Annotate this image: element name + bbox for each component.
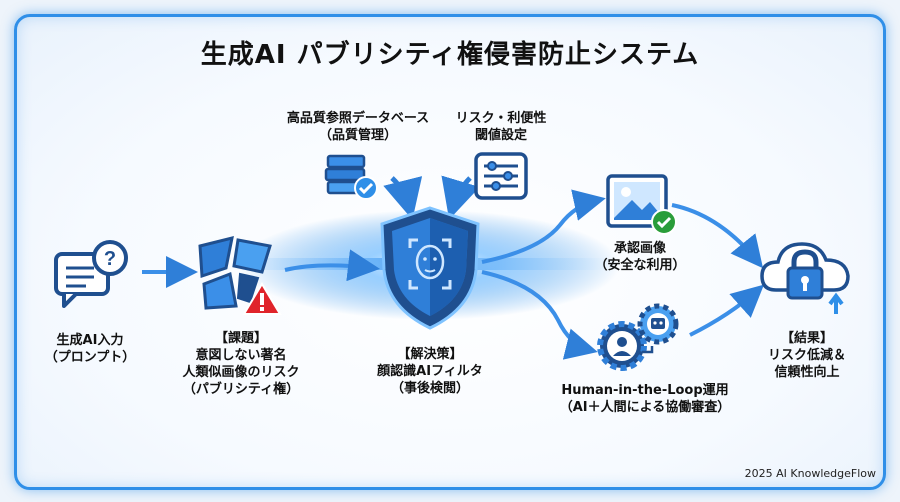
- solution-label-line2: 顔認識AIフィルタ: [377, 364, 483, 379]
- database-label-line1: 高品質参照データベース: [286, 111, 430, 126]
- broken-image-warning-icon: [198, 235, 282, 315]
- result-label-line2: リスク低減＆: [767, 348, 846, 363]
- issue-label: 【課題】 意図しない著名 人類似画像のリスク （パブリシティ権）: [166, 330, 316, 398]
- database-label: 高品質参照データベース （品質管理）: [268, 110, 448, 144]
- arrow-approved-to-result: [671, 203, 764, 269]
- input-label: 生成AI入力 （プロンプト）: [30, 332, 150, 366]
- solution-label: 【解決策】 顔認識AIフィルタ （事後検閲）: [350, 346, 510, 397]
- arrow-filter-to-hitl: [481, 270, 598, 360]
- result-label-line1: 【結果】: [780, 331, 833, 346]
- database-label-line2: （品質管理）: [318, 128, 397, 143]
- arrow-issue-to-filter: [284, 249, 380, 282]
- human-ai-gears-icon: [597, 303, 679, 371]
- approved-label: 承認画像 （安全な利用）: [580, 240, 700, 274]
- threshold-label: リスク・利便性 閾値設定: [446, 110, 556, 144]
- approved-label-line1: 承認画像: [613, 241, 666, 256]
- diagram-title: 生成AI パブリシティ権侵害防止システム: [200, 40, 700, 70]
- issue-label-line2: 意図しない著名: [195, 348, 287, 363]
- arrow-database-to-filter: [383, 176, 423, 220]
- hitl-label: Human-in-the-Loop運用 （AI＋人間による協働審査）: [540, 382, 750, 416]
- arrow-hitl-to-result: [689, 284, 764, 337]
- arrow-filter-to-approved: [481, 189, 606, 264]
- cloud-lock-icon: [760, 242, 850, 314]
- result-label: 【結果】 リスク低減＆ 信頼性向上: [752, 330, 862, 381]
- shield-face-icon: [380, 206, 480, 330]
- approved-label-line2: （安全な利用）: [594, 258, 686, 273]
- arrow-threshold-to-filter: [441, 175, 480, 220]
- svg-text:?: ?: [104, 248, 116, 270]
- issue-label-line4: （パブリシティ権）: [182, 382, 300, 397]
- approved-image-icon: [606, 174, 677, 235]
- threshold-label-line2: 閾値設定: [474, 128, 527, 143]
- footer-credit: 2025 AI KnowledgeFlow: [744, 467, 876, 480]
- input-label-line2: （プロンプト）: [44, 350, 136, 365]
- sliders-icon: [474, 152, 528, 200]
- solution-label-line3: （事後検閲）: [390, 381, 469, 396]
- result-label-line3: 信頼性向上: [774, 365, 840, 380]
- issue-label-line1: 【課題】: [214, 331, 267, 346]
- threshold-label-line1: リスク・利便性: [455, 111, 547, 126]
- database-books-icon: [324, 154, 378, 200]
- hitl-label-line2: （AI＋人間による協働審査）: [559, 400, 731, 415]
- hitl-label-line1: Human-in-the-Loop運用: [561, 383, 729, 398]
- chat-question-icon: ?: [54, 240, 128, 308]
- solution-label-line1: 【解決策】: [397, 347, 463, 362]
- issue-label-line3: 人類似画像のリスク: [182, 365, 300, 380]
- input-label-line1: 生成AI入力: [56, 333, 124, 348]
